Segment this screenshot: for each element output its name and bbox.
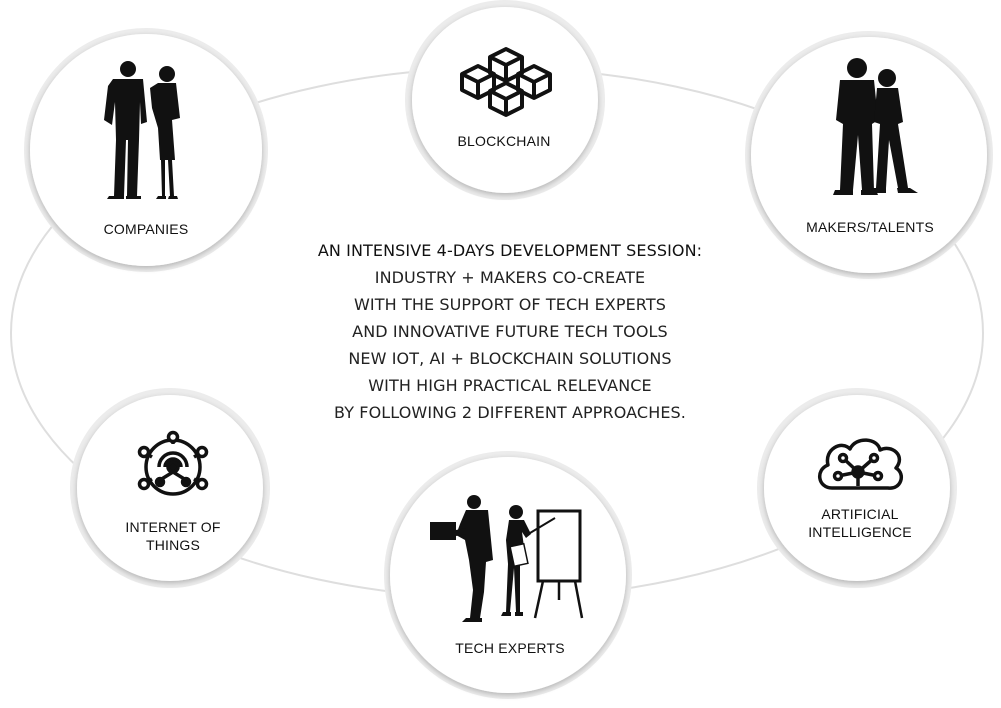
- center-line: NEW IOT, AI + BLOCKCHAIN SOLUTIONS: [348, 349, 672, 368]
- node-blockchain: [405, 0, 605, 200]
- iot-hub-icon: [137, 430, 209, 496]
- companies-label: COMPANIES: [103, 221, 189, 237]
- blockchain-cubes-icon: [460, 47, 552, 117]
- brain-network-icon: [818, 438, 904, 490]
- presenters-icon: [430, 495, 584, 622]
- center-line: BY FOLLOWING 2 DIFFERENT APPROACHES.: [334, 403, 686, 422]
- casual-people-icon: [833, 58, 918, 195]
- iot-label: INTERNET OF THINGS: [125, 519, 221, 553]
- ai-label: ARTIFICIAL INTELLIGENCE: [808, 506, 912, 540]
- center-line: WITH HIGH PRACTICAL RELEVANCE: [368, 376, 652, 395]
- node-makers: [745, 31, 993, 279]
- node-ai: [757, 388, 957, 588]
- node-experts: [384, 451, 632, 699]
- node-iot: [70, 388, 270, 588]
- blockchain-label: BLOCKCHAIN: [457, 133, 551, 149]
- makers-talents-label: MAKERS/TALENTS: [806, 219, 934, 235]
- center-title: AN INTENSIVE 4-DAYS DEVELOPMENT SESSION:: [317, 241, 703, 260]
- business-people-icon: [104, 61, 180, 199]
- center-description: AN INTENSIVE 4-DAYS DEVELOPMENT SESSION:…: [250, 237, 770, 426]
- center-line: AND INNOVATIVE FUTURE TECH TOOLS: [352, 322, 668, 341]
- center-line: INDUSTRY + MAKERS CO-CREATE: [374, 268, 646, 287]
- center-line: WITH THE SUPPORT OF TECH EXPERTS: [354, 295, 666, 314]
- node-companies: [24, 28, 268, 272]
- tech-experts-label: TECH EXPERTS: [455, 640, 565, 656]
